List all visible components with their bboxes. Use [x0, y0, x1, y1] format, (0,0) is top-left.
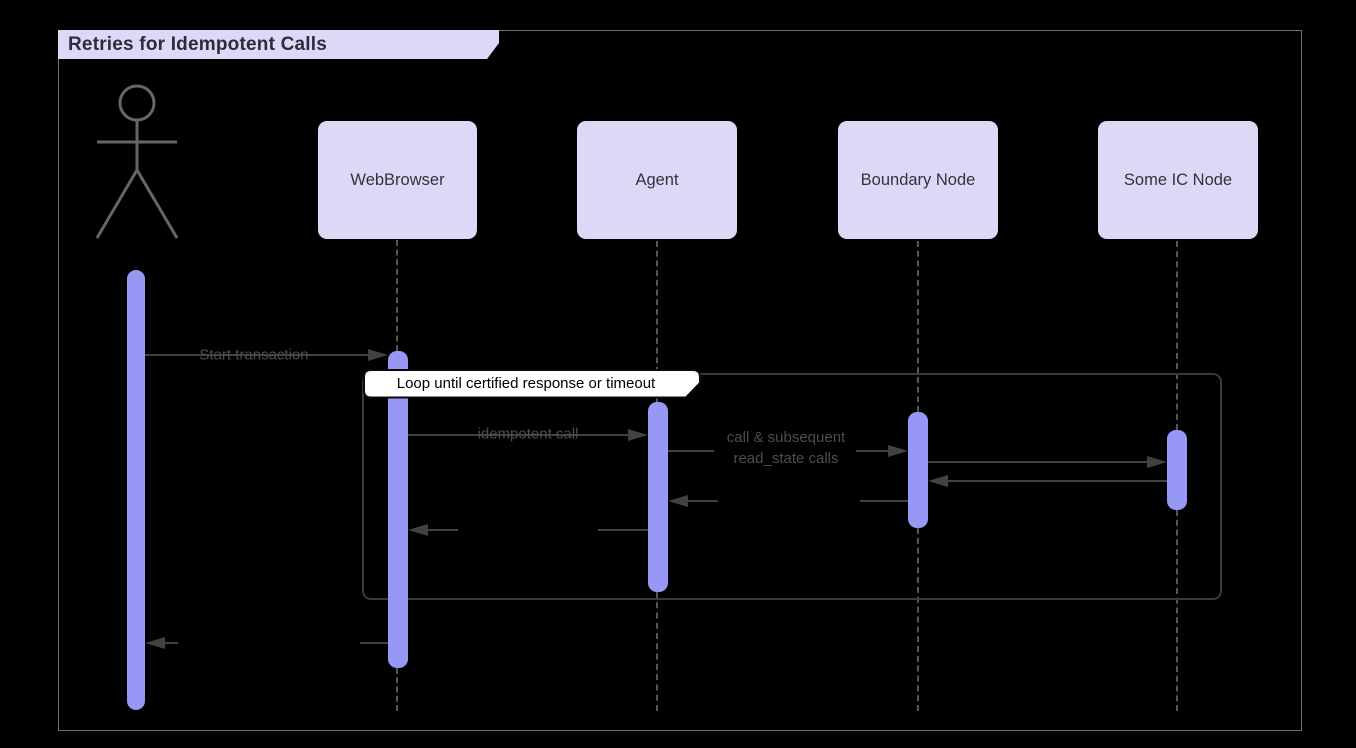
actor-icon — [95, 84, 179, 239]
arrowhead-right-icon — [888, 445, 908, 457]
loop-label-tab: Loop until certified response or timeout — [362, 369, 703, 399]
message-call-readstate-line-left — [668, 450, 714, 452]
participant-boundary-node: Boundary Node — [838, 121, 998, 239]
lifeline-icnode-lower — [1176, 510, 1178, 711]
loop-fragment-frame — [362, 373, 1222, 600]
loop-label-shape — [363, 369, 701, 399]
arrowhead-right-icon — [1147, 456, 1167, 468]
arrowhead-right-icon — [368, 349, 388, 361]
diagram-frame — [58, 30, 1302, 731]
activation-agent — [648, 402, 668, 592]
lifeline-agent-upper — [656, 241, 658, 402]
activation-some-ic-node — [1167, 430, 1187, 510]
activation-actor — [127, 270, 145, 710]
lifeline-webbrowser-upper — [396, 240, 398, 351]
loop-label-text: Loop until certified response or timeout — [396, 375, 656, 392]
message-bn-to-agent-line-right — [860, 500, 908, 502]
activation-boundary-node — [908, 412, 928, 528]
message-agent-to-wb-line-right — [598, 529, 648, 531]
message-call-readstate-label: call & subsequent read_state calls — [718, 426, 854, 470]
message-call-readstate-line-right — [856, 450, 889, 452]
message-idempotent-call-line — [408, 434, 629, 436]
message-start-transaction-line — [145, 354, 369, 356]
message-bn-to-ic-line — [928, 461, 1148, 463]
participant-label: Agent — [635, 170, 679, 189]
message-wb-to-actor-line-right — [360, 642, 388, 644]
activation-webbrowser — [388, 351, 408, 668]
participant-label: Boundary Node — [860, 170, 976, 189]
arrowhead-left-icon — [668, 495, 688, 507]
message-start-transaction-label: Start transaction — [199, 346, 309, 364]
lifeline-agent-lower — [656, 592, 658, 711]
arrowhead-right-icon — [628, 429, 648, 441]
diagram-title: Retries for Idempotent Calls — [68, 33, 327, 55]
participant-agent: Agent — [577, 121, 737, 239]
arrowhead-left-icon — [408, 524, 428, 536]
participant-label: WebBrowser — [350, 170, 445, 189]
message-agent-to-wb-line-left — [427, 529, 458, 531]
diagram-title-tab: Retries for Idempotent Calls — [58, 30, 499, 59]
arrowhead-left-icon — [145, 637, 165, 649]
message-idempotent-call-label: idempotent call — [477, 425, 579, 443]
lifeline-boundary-upper — [917, 241, 919, 412]
message-bn-to-agent-line-left — [687, 500, 718, 502]
message-ic-to-bn-line — [948, 480, 1167, 482]
arrowhead-left-icon — [928, 475, 948, 487]
message-wb-to-actor-line-left — [164, 642, 178, 644]
participant-label: Some IC Node — [1123, 170, 1233, 189]
lifeline-boundary-lower — [917, 528, 919, 711]
participant-some-ic-node: Some IC Node — [1098, 121, 1258, 239]
participant-webbrowser: WebBrowser — [318, 121, 477, 239]
lifeline-icnode-upper — [1176, 241, 1178, 430]
lifeline-webbrowser-lower — [396, 668, 398, 711]
